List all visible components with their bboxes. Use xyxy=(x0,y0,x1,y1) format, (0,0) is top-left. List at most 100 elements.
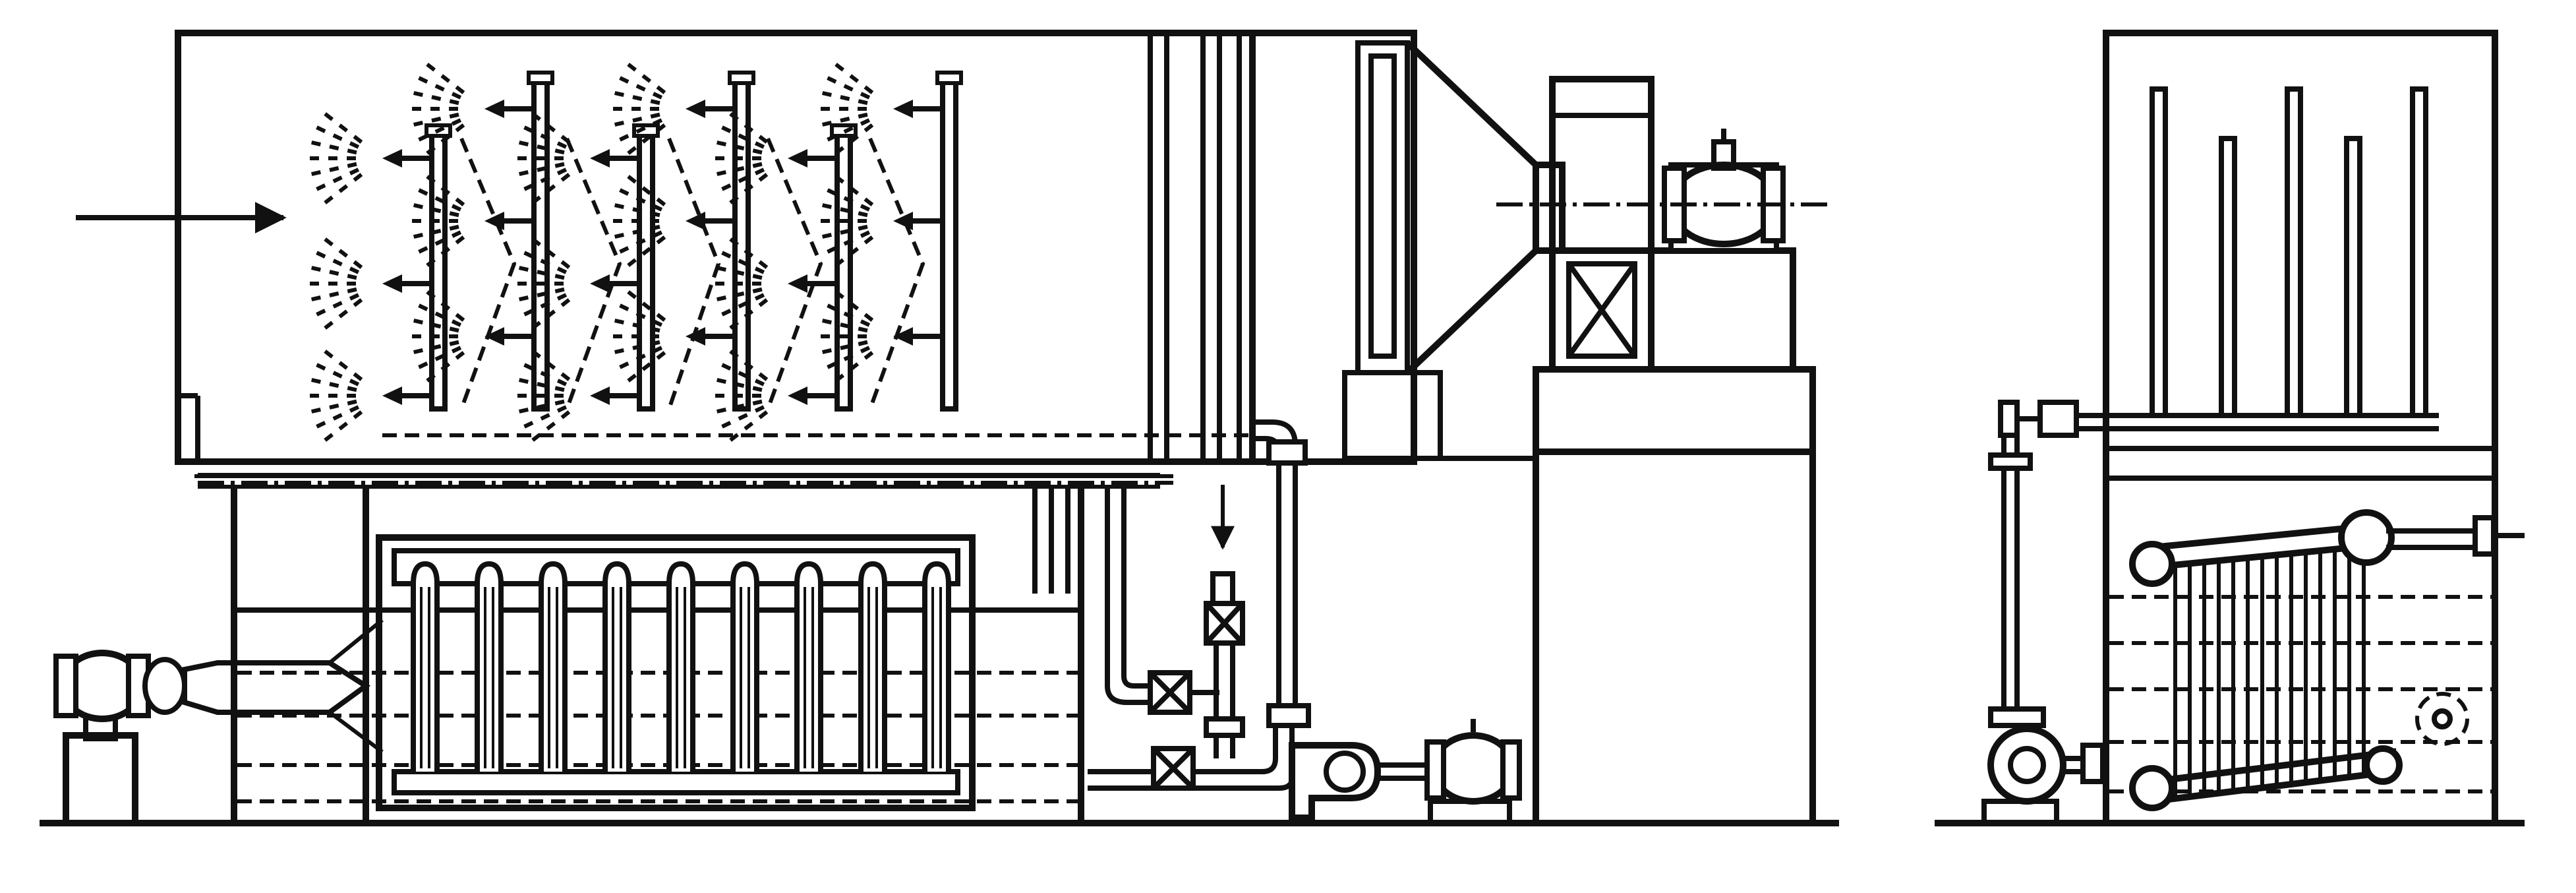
spray-dash xyxy=(353,260,363,269)
spray-dash xyxy=(734,403,745,410)
end-tube-bundle xyxy=(2129,509,2525,811)
spray-dash xyxy=(310,408,321,414)
spray-dash xyxy=(455,197,465,206)
spray-dash xyxy=(858,99,868,106)
spray-dash xyxy=(864,313,874,322)
spray-dash xyxy=(641,362,652,371)
spray-dash xyxy=(716,295,726,301)
coil-u-tube xyxy=(794,561,823,772)
spray-dash xyxy=(734,166,745,172)
spray-dash xyxy=(821,348,832,354)
spray-dash xyxy=(332,175,343,183)
spray-dash xyxy=(431,323,442,329)
end-spray-risers xyxy=(2150,86,2428,418)
spray-dash xyxy=(843,354,854,361)
spray-dash xyxy=(434,311,445,319)
spray-dash xyxy=(546,309,556,319)
spray-dash xyxy=(546,184,556,193)
nozzle-icon xyxy=(686,100,705,118)
spray-dash xyxy=(744,123,754,133)
spray-dash xyxy=(729,321,740,330)
spray-dash xyxy=(418,76,428,84)
drain-piping xyxy=(1032,488,1219,715)
spray-dash xyxy=(310,378,321,384)
spray-dash xyxy=(440,135,451,144)
spray-dash xyxy=(864,123,874,133)
spray-dash xyxy=(413,348,423,354)
spray-dash xyxy=(752,148,763,155)
spray-dash xyxy=(656,123,666,133)
spray-dash xyxy=(860,319,871,327)
spray-dash xyxy=(449,326,459,333)
spray-dash xyxy=(656,197,666,206)
spray-dash xyxy=(827,76,837,84)
spray-dash xyxy=(440,247,451,256)
spray-dash xyxy=(840,323,850,329)
spray-dash xyxy=(316,363,326,371)
coil-u-tube xyxy=(602,561,631,772)
spray-dash xyxy=(860,230,871,238)
spray-dash xyxy=(744,421,754,431)
spray-dash xyxy=(531,112,542,121)
spray-dash xyxy=(754,379,765,386)
spray-dash xyxy=(440,301,451,311)
spray-dash xyxy=(554,162,565,168)
spray-dash xyxy=(729,433,740,442)
spray-dash xyxy=(635,238,646,246)
spray-dash xyxy=(413,233,423,239)
spray-dash xyxy=(758,173,769,182)
exhaust-fan-unit xyxy=(1496,76,1832,826)
spray-dash xyxy=(754,168,765,175)
spray-dash xyxy=(632,207,643,214)
spray-dash xyxy=(426,373,436,383)
nozzle-icon xyxy=(788,274,807,293)
spray-dash xyxy=(744,249,754,258)
spray-dash xyxy=(455,85,465,94)
spray-dash xyxy=(531,350,542,359)
spray-dash xyxy=(619,76,629,84)
spray-dash xyxy=(338,309,349,319)
spray-dash xyxy=(540,301,550,309)
spray-dash xyxy=(531,195,542,204)
spray-dash xyxy=(754,293,765,301)
spray-dash xyxy=(656,313,666,322)
spray-dash xyxy=(540,371,550,379)
spray-dash xyxy=(843,84,854,92)
spray-dash xyxy=(627,290,637,299)
spray-dash xyxy=(554,399,565,406)
eliminator-baffle xyxy=(868,137,925,410)
spray-dash xyxy=(332,301,343,309)
spray-dash xyxy=(316,251,326,259)
spray-dash xyxy=(716,170,726,176)
spray-dash xyxy=(556,293,568,301)
spray-dash xyxy=(434,238,445,246)
nozzle-icon xyxy=(382,386,402,405)
spray-dash xyxy=(619,134,629,142)
spray-dash xyxy=(834,258,845,267)
spray-dash xyxy=(652,230,663,238)
spray-dash xyxy=(434,84,445,92)
spray-dash xyxy=(738,133,748,141)
spray-dash xyxy=(554,287,565,293)
spray-dash xyxy=(627,373,637,383)
eliminator-baffle xyxy=(766,137,823,410)
spray-dash xyxy=(324,433,334,442)
nozzle-icon xyxy=(893,327,913,346)
spray-dash xyxy=(849,362,860,371)
spray-dash xyxy=(449,340,459,346)
spray-dash xyxy=(843,196,854,204)
spray-dash xyxy=(451,92,462,100)
nozzle-icon xyxy=(788,149,807,168)
spray-dash xyxy=(752,162,763,168)
spray-dash xyxy=(347,274,357,280)
spray-dash xyxy=(652,118,663,126)
spray-dash xyxy=(858,340,868,346)
spray-dash xyxy=(523,363,534,371)
spray-dash xyxy=(752,274,763,280)
spray-dash xyxy=(721,251,732,259)
spray-dash xyxy=(721,183,732,191)
spray-dash xyxy=(347,386,357,392)
spray-dash xyxy=(860,118,871,126)
spray-dash xyxy=(332,133,343,141)
spray-dash xyxy=(332,371,343,379)
